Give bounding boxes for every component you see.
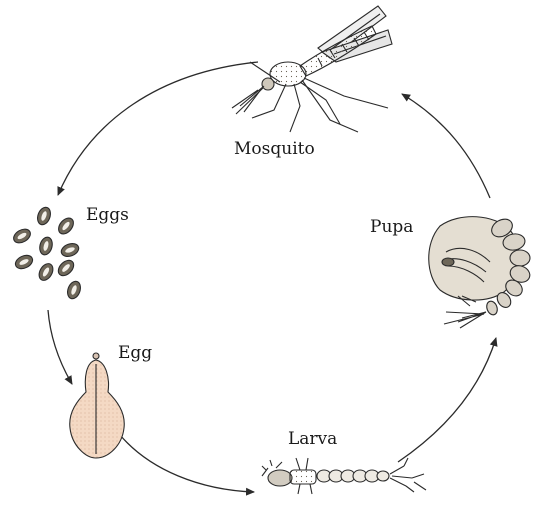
label-egg: Egg	[118, 343, 152, 363]
label-pupa: Pupa	[370, 217, 413, 237]
pupa-icon	[429, 216, 532, 328]
arrow-eggs-to-egg	[48, 310, 72, 384]
label-eggs: Eggs	[86, 205, 129, 225]
label-larva: Larva	[288, 429, 337, 449]
larva-icon	[262, 458, 426, 494]
arrow-mosquito-to-eggs	[58, 62, 258, 195]
arrow-larva-to-pupa	[398, 338, 496, 462]
label-mosquito: Mosquito	[234, 139, 315, 159]
egg-icon	[70, 353, 125, 458]
egg-cluster-icon	[11, 205, 83, 300]
arrow-pupa-to-mosquito	[402, 94, 490, 198]
arrow-egg-to-larva	[120, 435, 254, 492]
mosquito-icon	[232, 6, 392, 132]
